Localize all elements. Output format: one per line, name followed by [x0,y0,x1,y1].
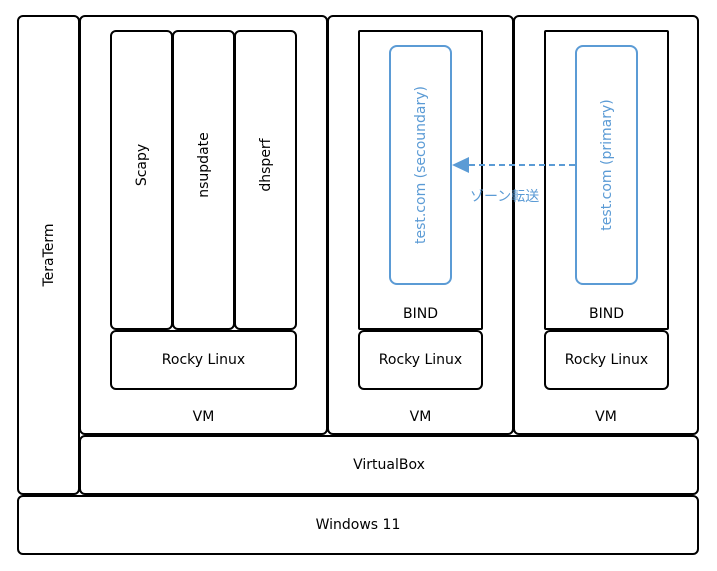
app-nsupdate-box: nsupdate [172,30,235,330]
vm-3-os-label: Rocky Linux [564,352,649,368]
vm-1-os-box: Rocky Linux [110,330,297,390]
vm-2-bind-label: BIND [403,306,438,322]
virtualbox-box: VirtualBox [79,435,699,495]
vm-2-os-box: Rocky Linux [358,330,483,390]
vm-1-label: VM [192,409,215,425]
vm-3-bind-label: BIND [589,306,624,322]
zone-secondary-box: test.com (secoundary) [389,45,452,285]
vm-1-os-label: Rocky Linux [161,352,246,368]
virtualbox-label: VirtualBox [353,457,425,473]
vm-2-label: VM [409,409,432,425]
zone-transfer-label: ゾーン転送 [470,189,540,205]
zone-primary-box: test.com (primary) [575,45,638,285]
vm-3-os-box: Rocky Linux [544,330,669,390]
windows-11-box: Windows 11 [17,495,699,555]
app-scapy-box: Scapy [110,30,173,330]
app-dhsperf-box: dhsperf [234,30,297,330]
vm-3-label: VM [595,409,617,425]
windows-11-label: Windows 11 [315,517,401,533]
vm-2-os-label: Rocky Linux [378,352,463,368]
teraterm-box: TeraTerm [17,15,80,495]
